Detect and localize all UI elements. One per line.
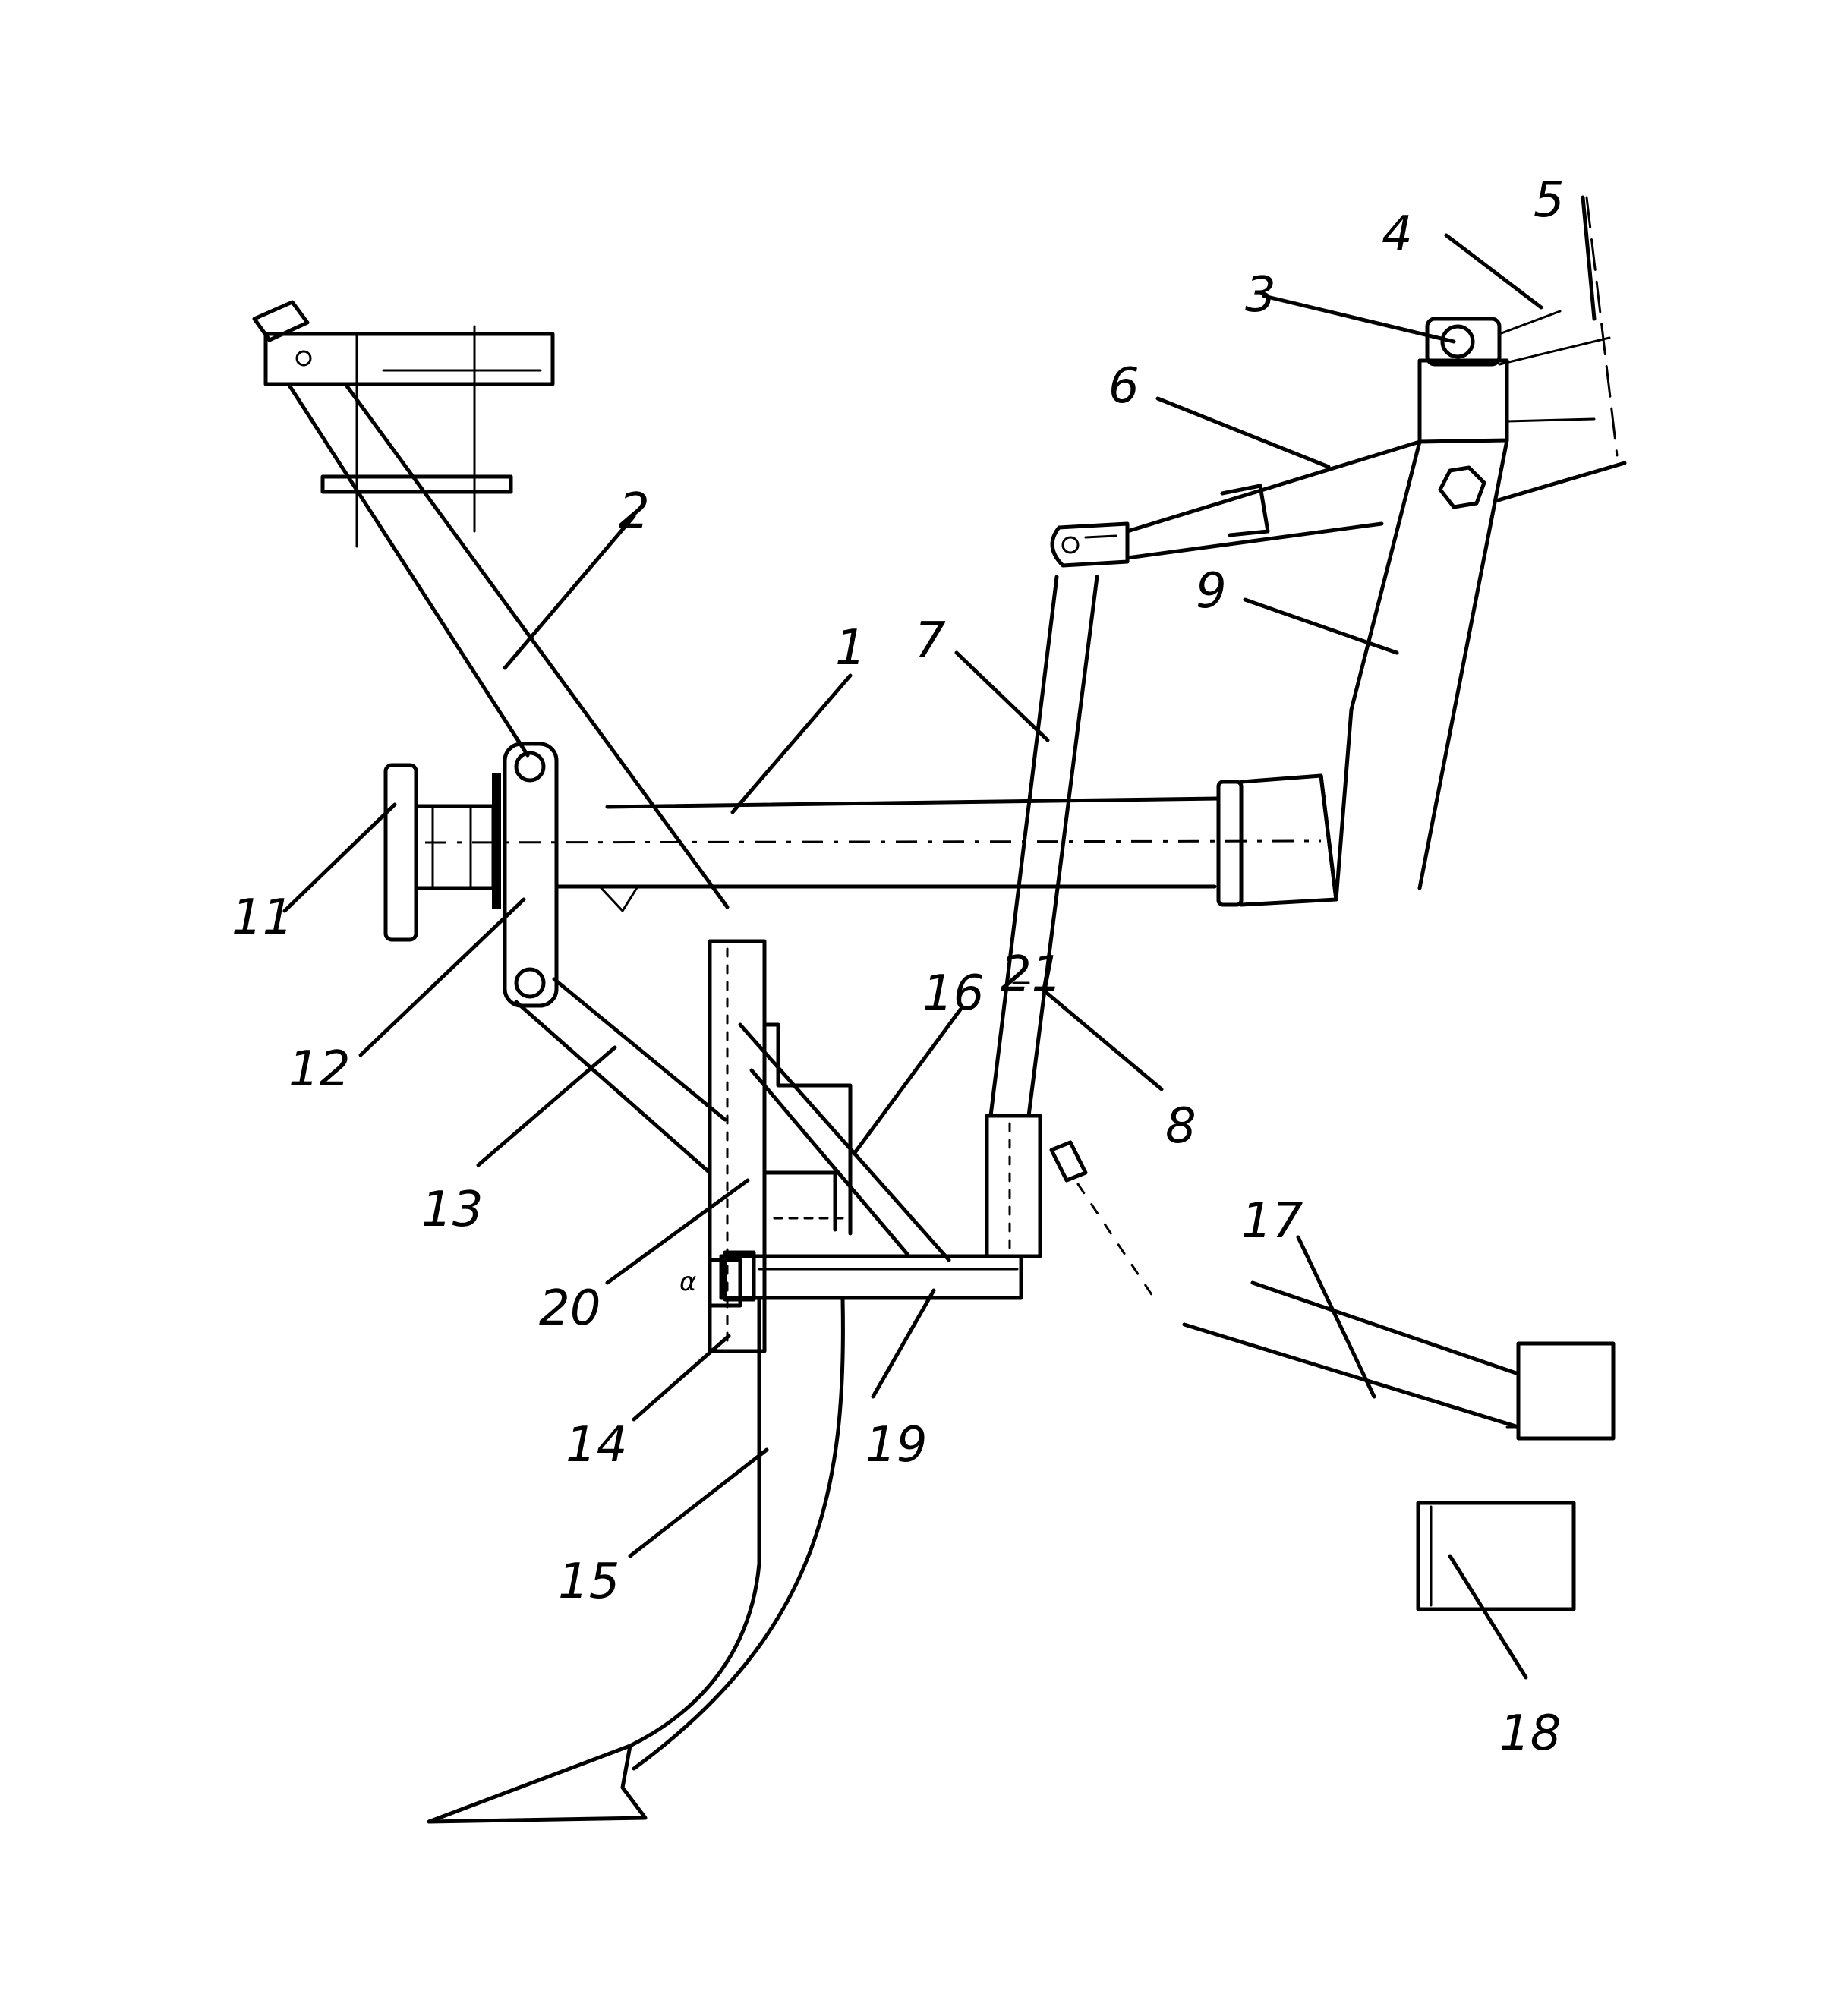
leader-lines	[282, 195, 1597, 1680]
label-17: 17	[1241, 1193, 1303, 1249]
label-16: 16	[922, 965, 984, 1022]
label-1: 1	[835, 620, 866, 676]
label-11: 11	[232, 890, 293, 946]
part-19-bar	[719, 1250, 1023, 1302]
part-2-arm	[286, 382, 730, 909]
label-4: 4	[1382, 206, 1413, 263]
label-3: 3	[1245, 267, 1276, 323]
part-12-link	[503, 742, 639, 1008]
part-18-block	[1416, 1501, 1576, 1611]
part-17-arm	[1049, 1140, 1616, 1441]
part-15-shank	[427, 1296, 845, 1824]
label-12: 12	[288, 1041, 350, 1098]
part-3-4-5-clamp	[1425, 196, 1619, 457]
part-16-brace	[738, 1022, 951, 1262]
label-21: 21	[1001, 947, 1062, 1003]
part-14-post	[708, 939, 767, 1353]
label-5: 5	[1534, 172, 1565, 228]
part-11-wheel	[383, 763, 501, 942]
label-13: 13	[421, 1182, 483, 1238]
label-9: 9	[1196, 563, 1227, 619]
label-18: 18	[1499, 1706, 1561, 1762]
reference-labels: 1 2 3 4 5 6 7 8 9 11 12 13 14 15 16 17 1…	[232, 172, 1565, 1762]
label-small: α	[679, 1267, 696, 1297]
label-15: 15	[558, 1554, 619, 1610]
part-1-main-beam	[424, 773, 1338, 907]
label-2: 2	[619, 484, 650, 540]
label-19: 19	[865, 1417, 927, 1473]
part-13-arm	[514, 977, 727, 1175]
label-7: 7	[915, 613, 946, 669]
part-2-head-block	[252, 300, 555, 548]
label-20: 20	[539, 1280, 601, 1337]
label-6: 6	[1108, 358, 1140, 414]
label-8: 8	[1165, 1098, 1196, 1154]
part-7-8-rod	[985, 575, 1099, 1258]
part-6-9-upper-linkage	[1050, 358, 1627, 902]
label-14: 14	[566, 1417, 627, 1473]
